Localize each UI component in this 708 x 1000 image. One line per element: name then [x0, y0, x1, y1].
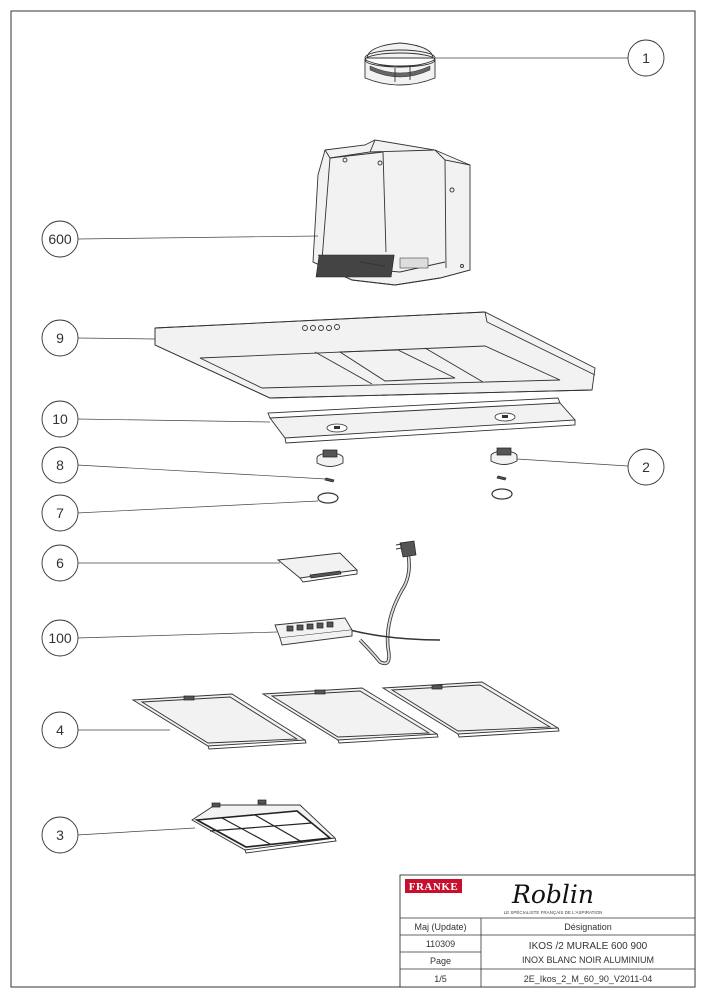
page-label: Page [430, 956, 451, 966]
callout-label: 9 [56, 330, 64, 346]
callout-label: 8 [56, 457, 64, 473]
title-block: FRANKE Roblin LE SPÉCIALISTE FRANÇAIS DE… [399, 874, 696, 988]
part-7-ring [317, 488, 513, 504]
part-6-board-plate [276, 552, 358, 583]
callout-label: 10 [52, 411, 68, 427]
part-10-support-rail [267, 397, 576, 444]
callout-2: 2 [627, 448, 665, 486]
part-9-hood-canopy [154, 311, 596, 399]
part-8-clip [324, 475, 507, 483]
grease-filter-3 [381, 681, 560, 738]
callout-1: 1 [627, 39, 665, 77]
document-ref: 2E_Ikos_2_M_60_90_V2011-04 [524, 974, 652, 984]
roblin-tagline: LE SPÉCIALISTE FRANÇAIS DE L'ASPIRATION [504, 909, 603, 915]
callout-label: 1 [642, 50, 650, 66]
callout-label: 600 [48, 231, 72, 247]
callout-label: 6 [56, 555, 64, 571]
update-value: 110309 [426, 939, 455, 949]
part-4-grease-filters [131, 681, 560, 750]
part-100-switch-block [274, 617, 353, 646]
callout-label: 7 [56, 505, 64, 521]
callout-7: 7 [41, 494, 79, 532]
callout-label: 2 [642, 459, 650, 475]
franke-logo-text: FRANKE [409, 881, 458, 893]
designation-label: Désignation [564, 922, 612, 932]
callout-label: 100 [48, 630, 72, 646]
callout-600: 600 [41, 220, 79, 258]
part-600-motor-housing [312, 139, 471, 286]
callout-4: 4 [41, 711, 79, 749]
designation-sub: INOX BLANC NOIR ALUMINIUM [522, 955, 654, 965]
callout-label: 4 [56, 722, 64, 738]
callout-8: 8 [41, 446, 79, 484]
designation-value: IKOS /2 MURALE 600 900 [529, 941, 648, 952]
grease-filter-1 [131, 693, 307, 750]
leader-lines [76, 57, 629, 836]
callout-label: 3 [56, 827, 64, 843]
callout-6: 6 [41, 544, 79, 582]
part-2-lamp-holder-right [490, 447, 518, 465]
part-2-lamp-holder-left [316, 449, 344, 467]
grease-filter-2 [261, 687, 439, 744]
update-label: Maj (Update) [414, 922, 466, 932]
part-3-carbon-filter [191, 799, 337, 854]
drawing-frame [10, 10, 696, 988]
control-buttons [302, 324, 340, 331]
callout-9: 9 [41, 319, 79, 357]
part-1-duct-collar [364, 42, 436, 86]
page-value: 1/5 [434, 974, 447, 984]
roblin-logo: Roblin LE SPÉCIALISTE FRANÇAIS DE L'ASPI… [504, 880, 603, 915]
franke-logo: FRANKE [405, 879, 462, 893]
callout-100: 100 [41, 619, 79, 657]
callout-10: 10 [41, 400, 79, 438]
roblin-logo-text: Roblin [511, 880, 594, 909]
power-cable [349, 540, 441, 666]
callout-3: 3 [41, 816, 79, 854]
